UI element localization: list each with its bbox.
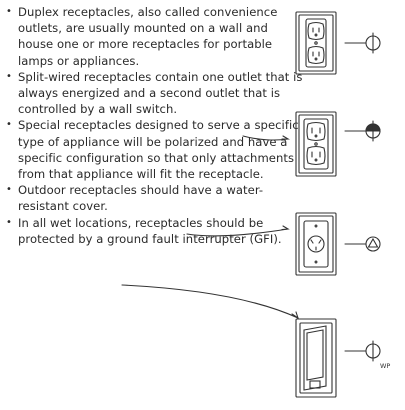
- special-receptacle-illustration: [295, 212, 337, 276]
- bullet-duplex-receptacles: Duplex receptacles, also called convenie…: [6, 4, 306, 69]
- leader-line-outdoor: [121, 284, 299, 319]
- arrow-head-split-wired: [281, 135, 290, 140]
- bullet-gfi-protection: In all wet locations, receptacles should…: [6, 215, 306, 247]
- split-wired-receptacle-illustration: [295, 111, 337, 177]
- leader-line-split-wired: [242, 135, 289, 141]
- outdoor-receptacle-illustration: [295, 318, 337, 398]
- bullet-outdoor-receptacles: Outdoor receptacles should have a water-…: [6, 182, 306, 214]
- leader-line-special: [186, 228, 289, 237]
- arrow-head-special: [281, 225, 290, 231]
- split-wired-receptacle-symbol: [344, 120, 381, 142]
- duplex-receptacle-illustration: [295, 11, 337, 75]
- duplex-receptacle-symbol: [344, 32, 381, 54]
- wp-label: WP: [380, 362, 390, 370]
- special-receptacle-symbol: [344, 236, 381, 252]
- bullet-split-wired-receptacles: Split-wired receptacles contain one outl…: [6, 69, 306, 118]
- outdoor-receptacle-symbol: [344, 340, 381, 362]
- arrow-head-outdoor: [291, 311, 300, 320]
- bullet-list: Duplex receptacles, also called convenie…: [6, 4, 306, 247]
- bullet-special-receptacles: Special receptacles designed to serve a …: [6, 117, 306, 182]
